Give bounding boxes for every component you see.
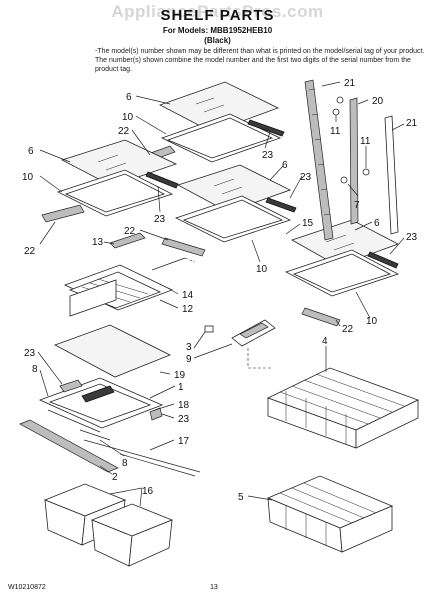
callout-1: 1: [178, 382, 184, 393]
callout-10: 10: [22, 172, 34, 183]
callout-6: 6: [282, 160, 288, 171]
callout-4: 4: [322, 336, 328, 347]
shelf-rails: [304, 79, 399, 241]
callout-23: 23: [262, 150, 274, 161]
callout-10: 10: [122, 112, 134, 123]
shelf-trim-top: [247, 119, 285, 137]
callout-15: 15: [302, 218, 314, 229]
shelf-trim-right: [367, 251, 399, 269]
callout-9: 9: [186, 354, 192, 365]
callout-20: 20: [372, 96, 384, 107]
crisper-divider: [81, 385, 115, 403]
screw-7: [340, 176, 348, 184]
callout-23: 23: [178, 414, 190, 425]
model-number: For Models: MBB1952HEB10: [162, 26, 273, 35]
callout-2: 2: [112, 472, 118, 483]
callout-8: 8: [122, 458, 128, 469]
callout-11: 11: [360, 136, 371, 147]
callout-13: 13: [92, 237, 104, 248]
document-number: W10210872: [8, 584, 46, 591]
callout-22: 22: [124, 226, 136, 237]
shelf-rail-left: [304, 79, 334, 241]
callout-14: 14: [182, 290, 194, 301]
callout-10: 10: [256, 264, 268, 275]
callout-numbers: 6 10 22 23 21 20 11 11 21 7 6 10 23 22 6…: [22, 78, 418, 503]
screw-11-upper: [332, 108, 340, 116]
frame-clip-23: [59, 379, 83, 393]
callout-23: 23: [154, 214, 166, 225]
shelf-assembly-right: [284, 219, 400, 327]
callout-3: 3: [186, 342, 192, 353]
callout-6: 6: [28, 146, 34, 157]
shelf-assembly-left: [41, 139, 179, 223]
glass-shelf-center: [176, 164, 292, 213]
deli-drawer-assembly: [63, 232, 196, 317]
callout-5: 5: [238, 492, 244, 503]
callout-16: 16: [142, 486, 154, 497]
crisper-trim: [19, 419, 201, 477]
shelf-trim-center: [265, 197, 297, 213]
callout-22: 22: [24, 246, 36, 257]
shelf-end-cap-left: [41, 204, 85, 223]
shelf-assembly-center: [161, 164, 297, 257]
callout-12: 12: [182, 304, 194, 315]
callout-6: 6: [126, 92, 132, 103]
trim-strip-2: [19, 419, 119, 473]
page-title: SHELF PARTS: [160, 7, 275, 24]
callout-23: 23: [24, 348, 36, 359]
deli-drawer-front: [69, 279, 117, 317]
callout-19: 19: [174, 370, 186, 381]
wire-basket-lower: [266, 475, 394, 553]
callout-11: 11: [330, 126, 341, 137]
watermark: AppliancePartsPros.com: [111, 2, 324, 21]
crisper-cover-assembly: [38, 324, 171, 441]
callout-10: 10: [366, 316, 378, 327]
shelf-trim-left: [145, 171, 179, 189]
screw-3: [204, 325, 214, 333]
callout-22: 22: [342, 324, 354, 335]
wire-basket-upper: [266, 367, 420, 449]
screw-11-lower: [362, 168, 370, 176]
callout-6: 6: [374, 218, 380, 229]
shelf-end-cap-center: [161, 237, 206, 257]
crisper-drawers: [43, 483, 174, 567]
shelf-end-cap-right: [301, 307, 341, 327]
callout-17: 17: [178, 436, 190, 447]
drawer-slide-bracket: [204, 319, 276, 369]
drawer-cover-13: [109, 232, 146, 249]
callout-23: 23: [300, 172, 312, 183]
glass-shelf-right: [291, 219, 399, 267]
color-variant: (Black): [204, 36, 231, 45]
crisper-cover-glass: [54, 324, 171, 378]
page-number: 13: [210, 584, 218, 591]
leader-lines: [37, 81, 405, 507]
shelf-assembly-top: [144, 81, 285, 163]
shelf-rail-right: [384, 115, 399, 235]
callout-8: 8: [32, 364, 38, 375]
model-note: -The model(s) number shown may be differ…: [95, 48, 425, 74]
callout-21: 21: [344, 78, 356, 89]
callout-18: 18: [178, 400, 190, 411]
callout-7: 7: [354, 200, 360, 211]
callout-22: 22: [118, 126, 130, 137]
shelf-rail-center: [349, 97, 359, 225]
callout-21: 21: [406, 118, 418, 129]
callout-23: 23: [406, 232, 418, 243]
